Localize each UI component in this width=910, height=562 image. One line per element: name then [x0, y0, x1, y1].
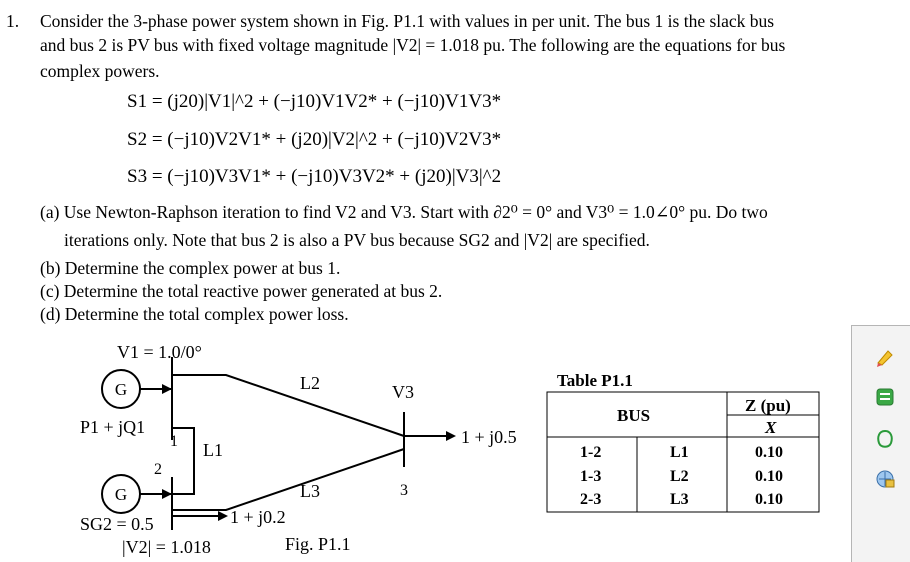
table-cell-bus: 1-3 [580, 468, 602, 485]
bus-3-label: 3 [400, 482, 408, 499]
line-l1-label: L1 [203, 440, 223, 460]
line-l3-label: L3 [300, 481, 320, 501]
figure-p1-1: G G V1 = 1.0/0° P1 + jQ1 1 2 3 L1 L2 L3 … [80, 342, 517, 557]
part-a-line-2: iterations only. Note that bus 2 is also… [64, 230, 650, 250]
table-cell-bus: 2-3 [580, 491, 602, 508]
table-cell-line: L3 [670, 491, 689, 508]
bus-2-label: 2 [154, 461, 162, 478]
table-header-z: Z (pu) [745, 396, 791, 415]
line-l2-label: L2 [300, 373, 320, 393]
shape-icon[interactable] [874, 428, 896, 450]
bus-1-label: 1 [170, 433, 178, 450]
v2-magnitude-label: |V2| = 1.018 [122, 537, 211, 557]
table-cell-bus: 1-2 [580, 444, 602, 461]
intro-line-1: Consider the 3-phase power system shown … [40, 11, 775, 31]
table-cell-line: L2 [670, 468, 689, 485]
generator-2-symbol [101, 474, 141, 514]
quick-parts-icon[interactable] [874, 347, 896, 369]
v3-label: V3 [392, 382, 414, 402]
generator-2-label: G [115, 485, 127, 504]
dictionary-icon[interactable] [874, 468, 896, 490]
intro-line-3: complex powers. [40, 61, 160, 81]
equation-s3: S3 = (−j10)V3V1* + (−j10)V3V2* + (j20)|V… [127, 166, 502, 187]
equation-s2: S2 = (−j10)V2V1* + (j20)|V2|^2 + (−j10)V… [127, 129, 502, 150]
part-a-line-1: (a) Use Newton-Raphson iteration to find… [40, 202, 768, 222]
table-header-bus: BUS [617, 406, 651, 425]
equation-s1: S1 = (j20)|V1|^2 + (−j10)V1V2* + (−j10)V… [127, 91, 502, 112]
intro-line-2: and bus 2 is PV bus with fixed voltage m… [40, 35, 786, 55]
v1-label: V1 = 1.0/0° [117, 342, 202, 362]
part-c: (c) Determine the total reactive power g… [40, 281, 443, 301]
figure-caption: Fig. P1.1 [285, 534, 351, 554]
generator-1-label: G [115, 380, 127, 399]
table-cell-x: 0.10 [755, 468, 783, 485]
autotext-icon[interactable] [874, 386, 896, 408]
part-b: (b) Determine the complex power at bus 1… [40, 258, 341, 278]
problem-number: 1. [6, 11, 20, 31]
table-cell-x: 0.10 [755, 444, 783, 461]
load-bus-3-label: 1 + j0.5 [461, 427, 517, 447]
table-cell-x: 0.10 [755, 491, 783, 508]
table-title: Table P1.1 [557, 371, 633, 390]
side-toolbar [851, 325, 910, 562]
p1q1-label: P1 + jQ1 [80, 417, 145, 437]
load-bus-2-label: 1 + j0.2 [230, 507, 286, 527]
sg2-label: SG2 = 0.5 [80, 514, 154, 534]
part-d: (d) Determine the total complex power lo… [40, 304, 349, 324]
table-cell-line: L1 [670, 444, 689, 461]
generator-1-symbol [101, 369, 141, 409]
table-header-x: X [765, 418, 777, 437]
